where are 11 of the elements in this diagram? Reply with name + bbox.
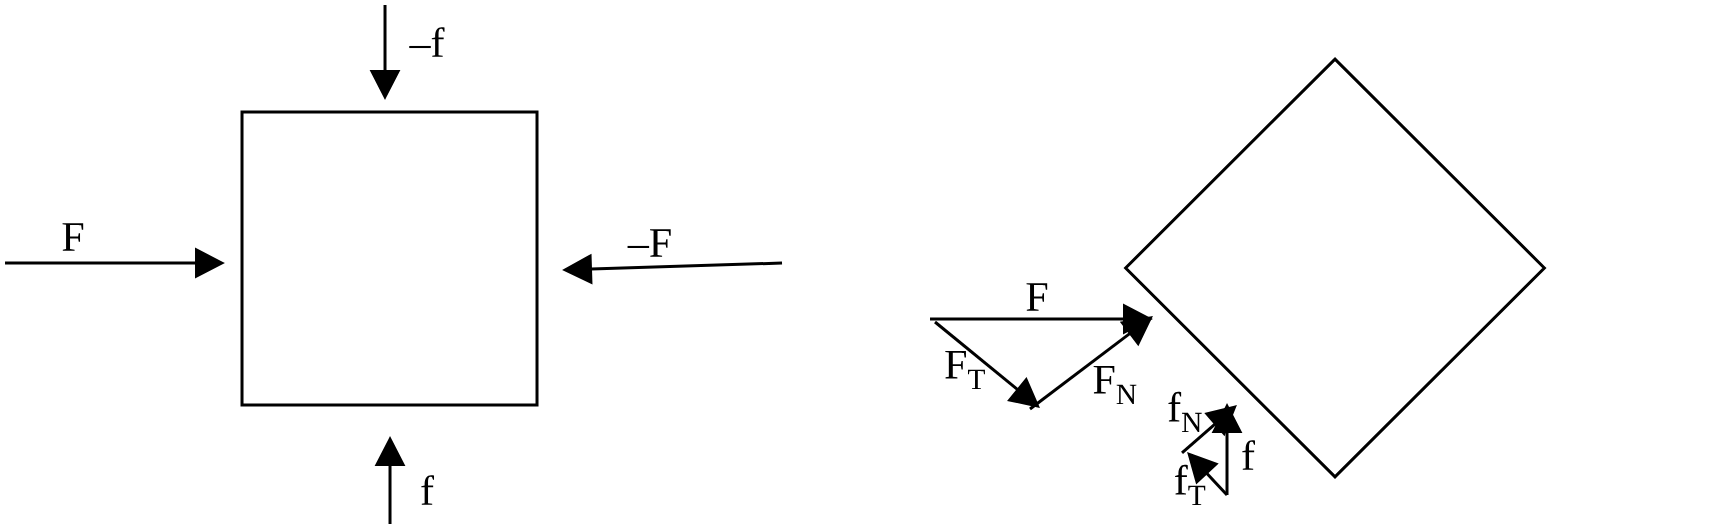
- force-label: f$_{T}$: [1175, 464, 1206, 506]
- force-label: f: [1242, 440, 1255, 470]
- force-label: F: [62, 223, 84, 251]
- force-label: –F: [627, 229, 671, 257]
- force-label: f$_{N}$: [1168, 391, 1202, 433]
- force-label: F: [1026, 283, 1048, 311]
- square-block: [240, 110, 539, 407]
- force-label: f: [421, 475, 434, 505]
- force-label: F$_{T}$: [945, 350, 985, 390]
- force-label: –f: [409, 27, 445, 57]
- force-label: F$_{N}$: [1093, 365, 1137, 405]
